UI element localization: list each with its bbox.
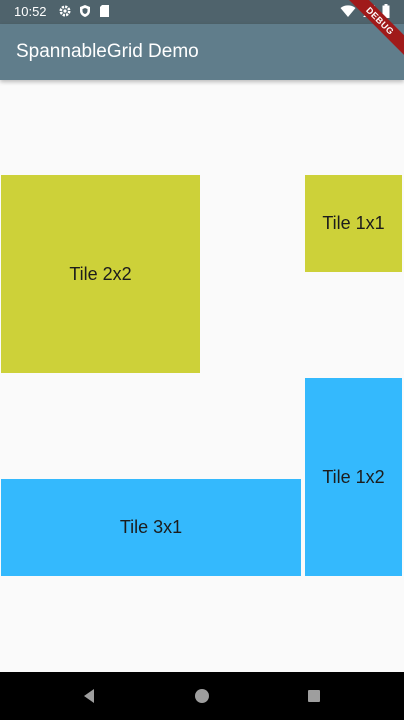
shield-icon [78,4,92,18]
tile-1x1[interactable]: Tile 1x1 [305,175,402,272]
status-icons-left [58,4,112,18]
back-icon[interactable] [77,684,101,708]
status-time: 10:52 [14,4,47,19]
sd-card-icon [98,4,112,18]
battery-icon [382,4,390,18]
tile-2x2[interactable]: Tile 2x2 [1,175,200,373]
recents-icon[interactable] [302,684,326,708]
tile-label: Tile 2x2 [69,263,132,284]
app-bar: SpannableGrid Demo [0,24,404,80]
tile-label: Tile 1x2 [322,466,385,487]
settings-icon [58,4,72,18]
tile-label: Tile 1x1 [322,213,385,233]
status-bar: 10:52 [0,0,404,24]
wifi-icon [340,4,356,18]
home-icon[interactable] [190,684,214,708]
navigation-bar [0,672,404,720]
app-title: SpannableGrid Demo [16,41,199,62]
tile-3x1[interactable]: Tile 3x1 [1,479,301,576]
tile-label: Tile 3x1 [119,517,183,537]
tile-1x2[interactable]: Tile 1x2 [305,378,402,576]
spannable-grid: Tile 2x2 Tile 1x1 Tile 1x2 Tile 3x1 [0,80,404,672]
